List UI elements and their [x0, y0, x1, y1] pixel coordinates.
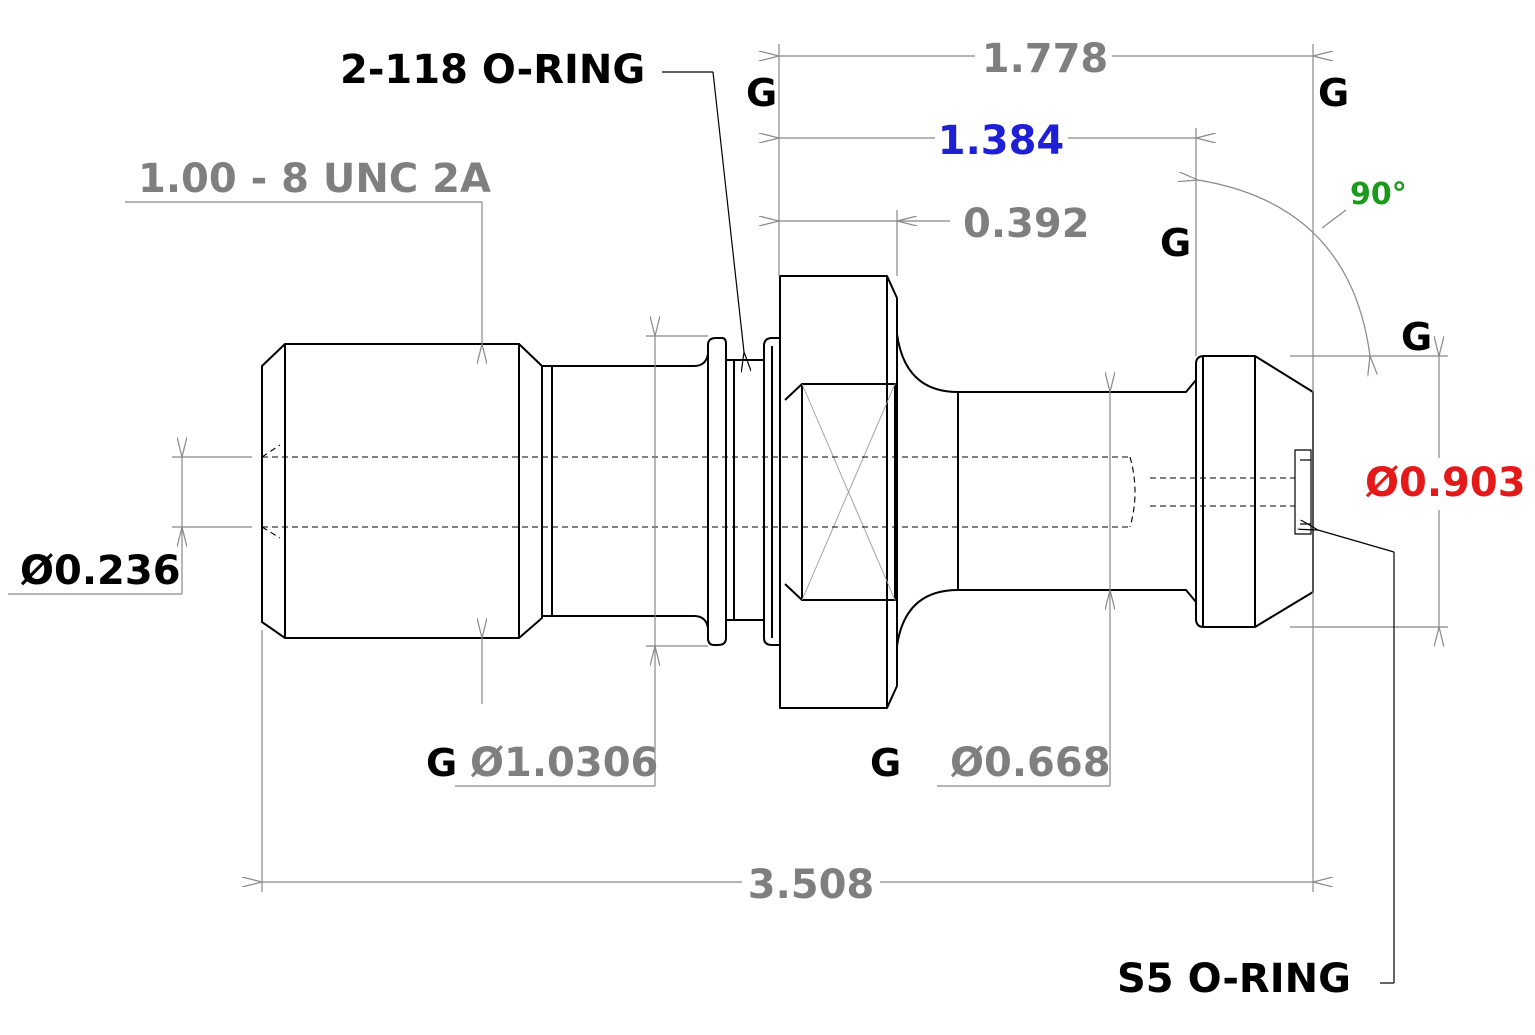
oring-bottom-callout: S5 O-RING	[1117, 530, 1395, 1002]
hidden-bore	[261, 444, 1312, 539]
dim-dia0236-text: Ø0.236	[20, 548, 181, 594]
thread-callout: 1.00 - 8 UNC 2A	[125, 156, 491, 704]
g-marker: G	[1401, 315, 1432, 359]
dim-3508: 3.508	[262, 862, 1313, 908]
g-markers: G G G G G G	[426, 71, 1432, 785]
shank-neck	[518, 343, 543, 639]
dim-dia10306: Ø1.0306	[455, 336, 708, 787]
g-marker: G	[1160, 221, 1191, 265]
collar	[779, 275, 898, 709]
angle-90: 90°	[1198, 177, 1407, 356]
fillet-lower	[896, 589, 959, 647]
g-marker: G	[870, 741, 901, 785]
dim-dia0668-text: Ø0.668	[950, 740, 1111, 786]
oring-top-callout: 2-118 O-RING	[340, 47, 744, 352]
thread-label: 1.00 - 8 UNC 2A	[138, 156, 491, 202]
oring-bottom-label: S5 O-RING	[1117, 956, 1351, 1002]
neck	[542, 353, 709, 629]
fillet-upper	[896, 333, 959, 393]
dim-1778: 1.778	[779, 36, 1313, 82]
g-marker: G	[426, 741, 457, 785]
angle-text: 90°	[1350, 177, 1407, 212]
dim-3508-text: 3.508	[748, 862, 875, 908]
dim-1384-text: 1.384	[938, 118, 1065, 164]
groove-flange-left	[707, 337, 727, 646]
threaded-shank	[261, 343, 520, 639]
g-marker: G	[1318, 71, 1349, 115]
dim-dia10306-text: Ø1.0306	[470, 740, 658, 786]
dim-dia0668: Ø0.668	[937, 392, 1111, 787]
dim-1778-text: 1.778	[982, 36, 1109, 82]
pin-body	[958, 379, 1197, 603]
dim-dia0903-text: Ø0.903	[1365, 460, 1526, 506]
hex-flat	[801, 383, 896, 601]
dim-dia0903: Ø0.903	[1365, 356, 1526, 627]
dim-0392-text: 0.392	[963, 201, 1090, 247]
oring-top-label: 2-118 O-RING	[340, 47, 645, 93]
pull-stud-part	[261, 275, 1314, 709]
g-marker: G	[746, 71, 777, 115]
dim-dia0236: Ø0.236	[8, 457, 252, 595]
dim-1384: 1.384	[779, 118, 1196, 164]
dim-0392: 0.392	[779, 201, 1090, 247]
